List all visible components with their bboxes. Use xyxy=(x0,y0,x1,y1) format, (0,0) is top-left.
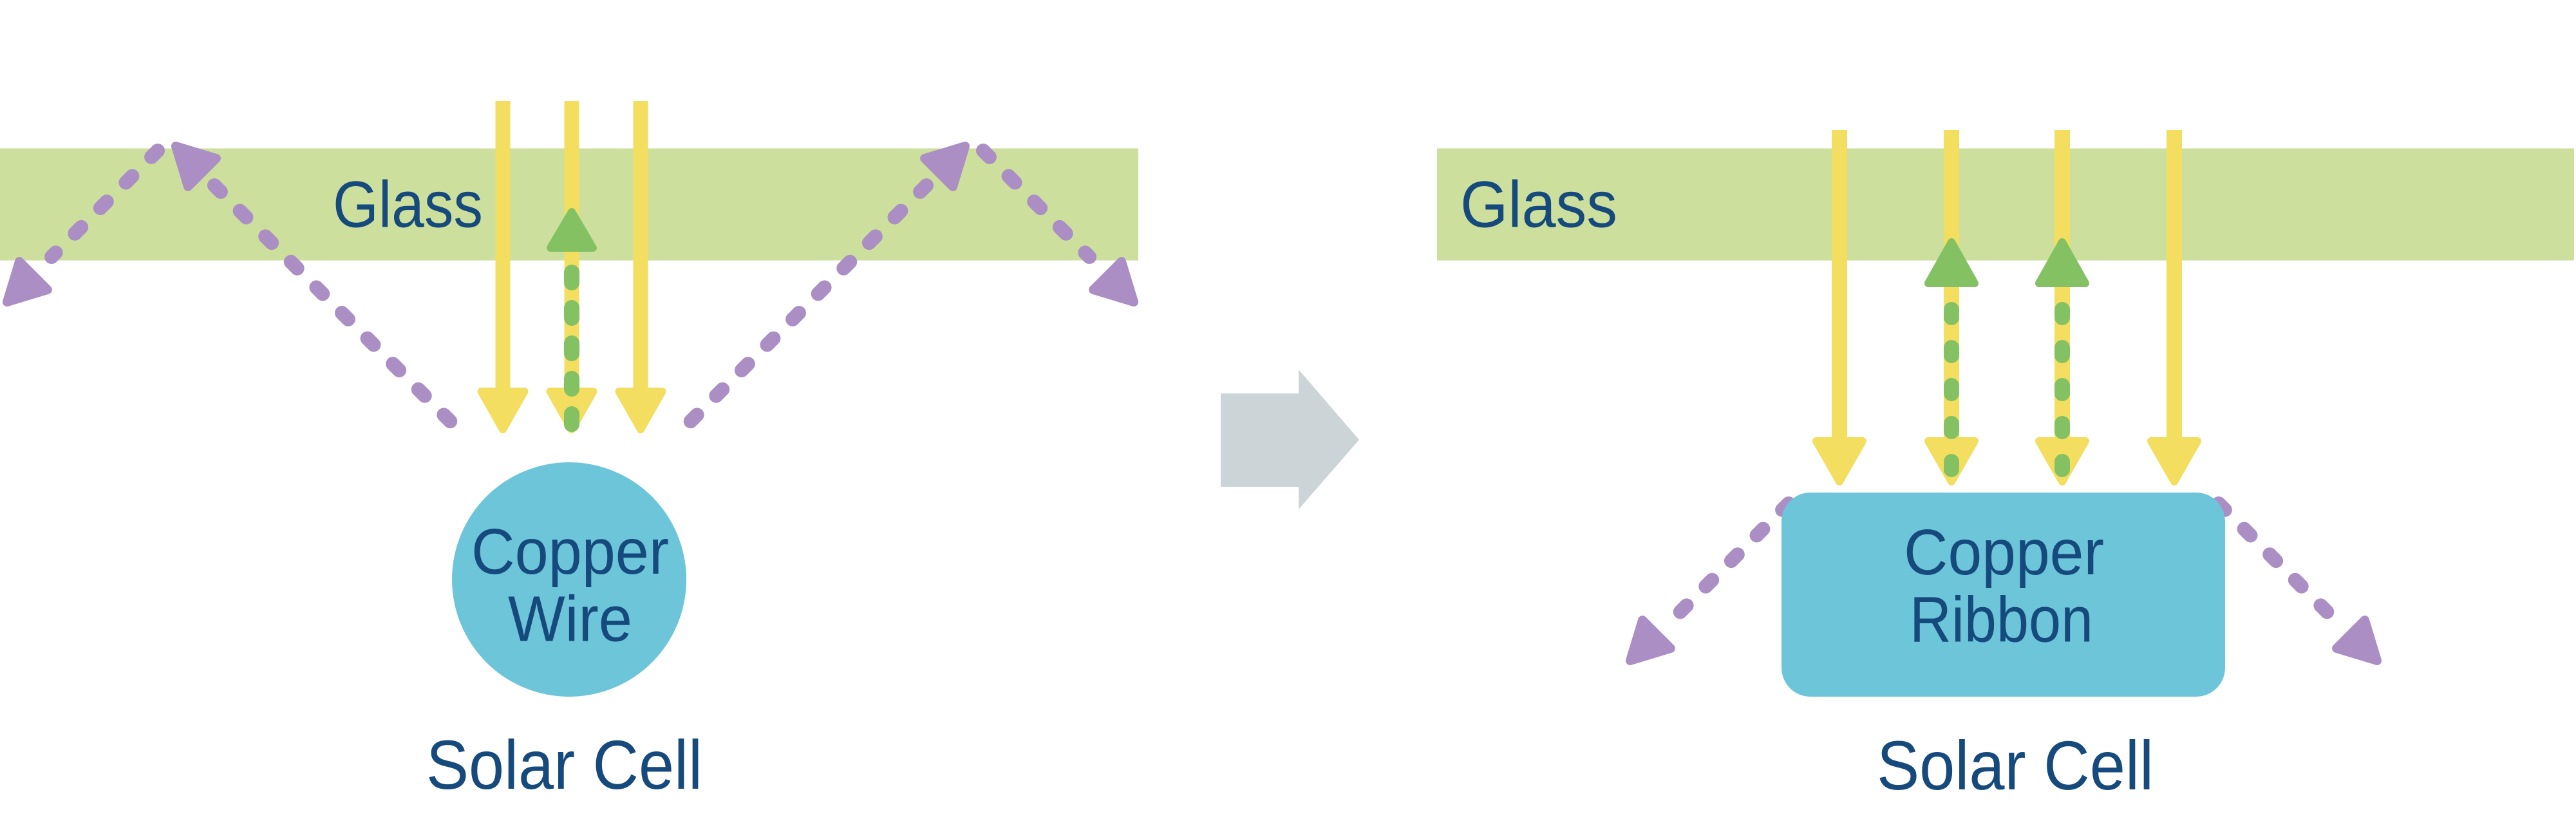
svg-text:Glass: Glass xyxy=(333,168,483,241)
svg-text:Wire: Wire xyxy=(508,583,632,655)
svg-text:Copper: Copper xyxy=(1904,516,2104,588)
svg-text:Glass: Glass xyxy=(1460,168,1617,241)
svg-text:Ribbon: Ribbon xyxy=(1910,584,2093,656)
svg-text:Solar Cell: Solar Cell xyxy=(426,726,702,804)
svg-text:Solar Cell: Solar Cell xyxy=(1877,726,2154,804)
svg-text:Copper: Copper xyxy=(471,516,669,588)
